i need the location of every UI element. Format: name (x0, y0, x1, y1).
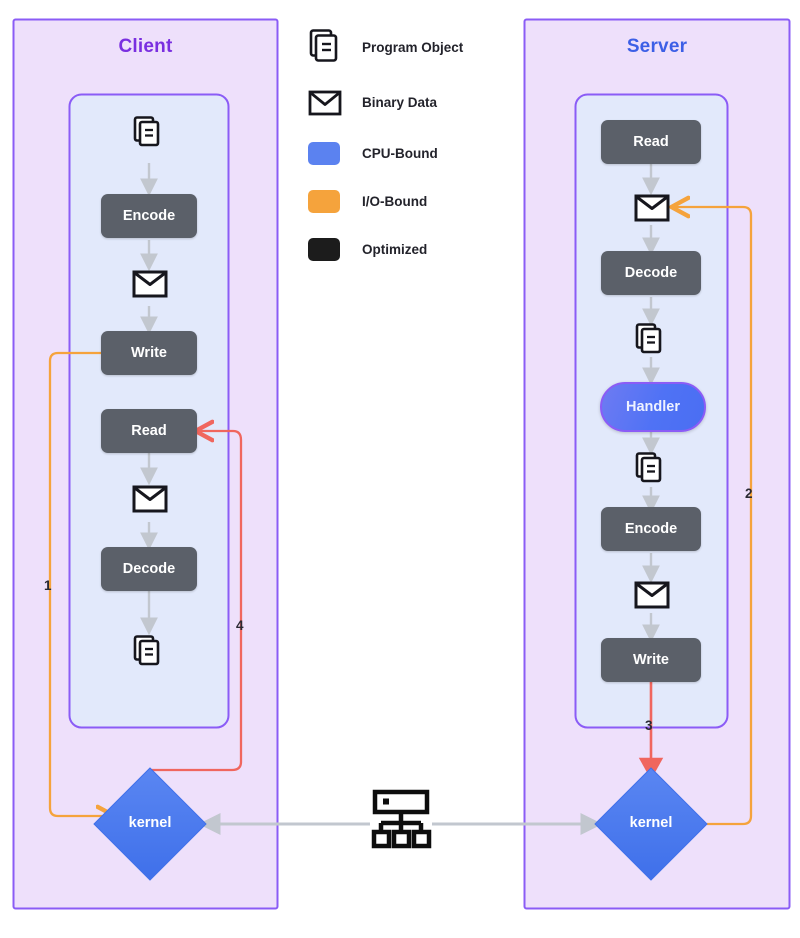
client-read-node[interactable]: Read (101, 409, 197, 453)
flow-label-4: 4 (236, 618, 244, 633)
legend-envelope-icon (308, 90, 342, 116)
flow-4-path (150, 431, 243, 772)
client-kernel-node[interactable] (93, 767, 207, 881)
flow-label-2: 2 (745, 486, 753, 501)
client-encode-node[interactable]: Encode (101, 194, 197, 238)
flow-label-1: 1 (44, 578, 52, 593)
client-binary-data-in-icon (132, 485, 168, 513)
client-binary-data-out-icon (132, 270, 168, 298)
server-program-object-in-icon (635, 323, 662, 354)
flow-2-path (676, 207, 753, 826)
server-panel-title: Server (626, 36, 688, 57)
legend-label-optimized: Optimized (362, 242, 428, 257)
server-kernel-node[interactable] (594, 767, 708, 881)
legend-swatch-optimized (308, 238, 340, 261)
client-write-node[interactable]: Write (101, 331, 197, 375)
client-program-object-top-icon (133, 116, 160, 147)
legend-label-io-bound: I/O-Bound (362, 194, 428, 209)
server-write-node[interactable]: Write (601, 638, 701, 682)
server-binary-data-in-icon (634, 194, 670, 222)
server-read-node[interactable]: Read (601, 120, 701, 164)
client-panel-title: Client (118, 36, 173, 57)
legend-label-binary-data: Binary Data (362, 95, 438, 110)
legend-swatch-io-bound (308, 190, 340, 213)
legend-label-program-object: Program Object (362, 40, 464, 55)
legend-label-cpu-bound: CPU-Bound (362, 146, 438, 161)
flow-1-path (48, 351, 110, 816)
server-handler-node[interactable]: Handler (600, 382, 706, 432)
server-decode-node[interactable]: Decode (601, 251, 701, 295)
legend-documents-icon (309, 29, 338, 62)
client-decode-node[interactable]: Decode (101, 547, 197, 591)
flow-label-3: 3 (645, 718, 653, 733)
server-encode-node[interactable]: Encode (601, 507, 701, 551)
legend-swatch-cpu-bound (308, 142, 340, 165)
server-binary-data-out-icon (634, 581, 670, 609)
network-switch-icon (371, 789, 432, 849)
client-program-object-bottom-icon (133, 635, 160, 666)
server-program-object-out-icon (635, 452, 662, 483)
